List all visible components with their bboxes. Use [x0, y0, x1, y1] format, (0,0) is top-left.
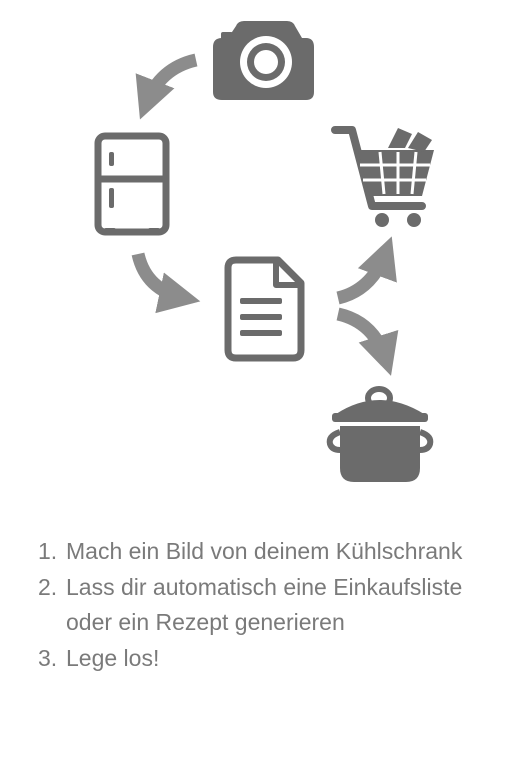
shopping-cart-icon [331, 126, 434, 227]
camera-icon [213, 21, 314, 100]
arrow-document-to-cart [336, 236, 397, 305]
arrow-camera-to-fridge [135, 53, 198, 120]
step-item: 2. Lass dir automatisch eine Einkaufslis… [38, 570, 498, 641]
step-number: 2. [38, 573, 58, 600]
arrow-document-to-pot [336, 307, 399, 376]
step-item: 3. Lege los! [38, 641, 498, 677]
step-text: Mach ein Bild von deinem Kühlschrank [66, 538, 463, 564]
steps-list: 1. Mach ein Bild von deinem Kühlschrank … [38, 534, 498, 676]
step-text: Lege los! [66, 644, 160, 671]
step-text: Lass dir automatisch eine Einkaufsliste … [66, 573, 463, 636]
document-icon [224, 256, 305, 362]
step-number: 3. [38, 644, 58, 671]
step-number: 1. [38, 538, 58, 564]
fridge-icon [94, 132, 170, 236]
workflow-diagram [94, 21, 434, 482]
cooking-pot-icon [326, 386, 434, 482]
arrow-fridge-to-document [131, 252, 201, 314]
step-item: 1. Mach ein Bild von deinem Kühlschrank [38, 534, 498, 570]
